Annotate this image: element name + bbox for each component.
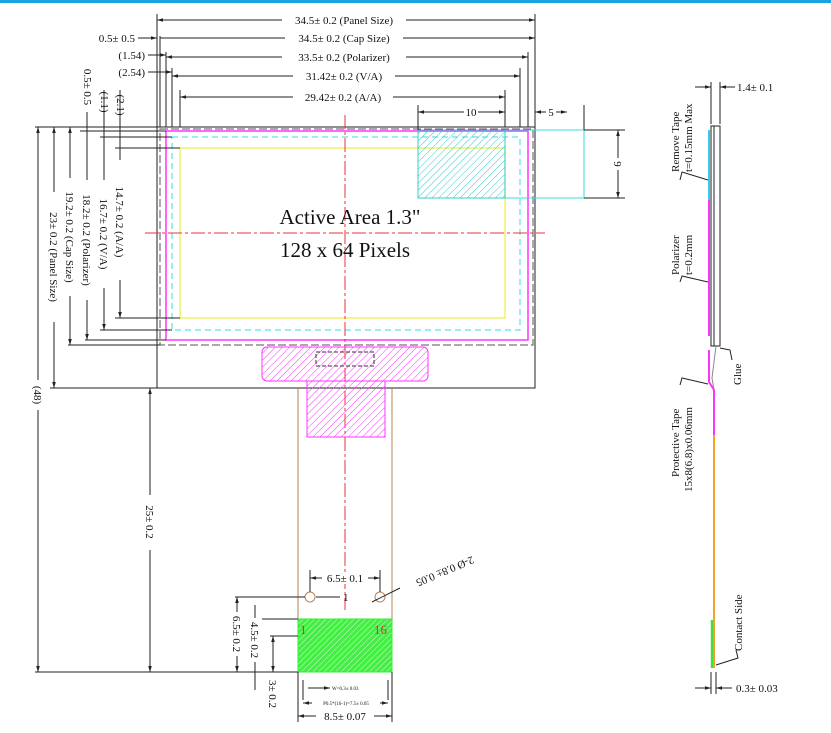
protective-tape-top	[261, 346, 429, 382]
top-accent-bar	[0, 0, 831, 3]
hole-number-label: 1	[343, 592, 349, 604]
remove-tape-hatch	[417, 129, 506, 199]
pol-offset-label: (1.54)	[118, 50, 145, 62]
fpc-length-label: 25± 0.2	[143, 505, 155, 539]
cap-offset-label: 0.5± 0.5	[99, 33, 136, 45]
protective-tape-bottom	[306, 380, 386, 438]
panel-height-label: 23± 0.2 (Panel Size)	[47, 212, 59, 302]
tape-overhang-label: 5	[548, 107, 554, 119]
total-height-label: (48)	[31, 386, 43, 405]
cap-width-label: 34.5± 0.2 (Cap Size)	[298, 33, 390, 45]
fpc-hole-left	[304, 591, 316, 603]
aa-top-offset-label: (2.1)	[114, 94, 126, 115]
dim-3-label: 3± 0.2	[266, 680, 278, 708]
remove-tape-label: Remove Tape	[670, 111, 682, 172]
fpc-width-label: 8.5± 0.07	[324, 711, 366, 723]
hole-pitch-label: 6.5± 0.1	[327, 573, 363, 585]
top-dimension-labels: 34.5± 0.2 (Panel Size) 34.5± 0.2 (Cap Si…	[99, 13, 556, 119]
resolution-label: 128 x 64 Pixels	[280, 238, 410, 262]
tape-width-label: 10	[466, 107, 478, 119]
polarizer-side-label: Polarizer	[670, 235, 682, 275]
aa-height-label: 14.7± 0.2 (A/A)	[113, 187, 125, 258]
panel-width-label: 34.5± 0.2 (Panel Size)	[295, 15, 393, 27]
left-dimension-labels: 14.7± 0.2 (A/A) 16.7± 0.2 (V/A) 18.2± 0.…	[31, 69, 157, 550]
contact-pads	[297, 618, 393, 673]
cap-height-label: 19.2± 0.2 (Cap Size)	[63, 191, 75, 283]
pin-16-label: 16	[374, 622, 388, 637]
protective-tape-size: 15x8(6.8)x0.06mm	[683, 407, 695, 492]
va-width-label: 31.42± 0.2 (V/A)	[306, 71, 383, 83]
pin-1-label: 1	[300, 622, 307, 637]
polarizer-thickness: t=0.2mm	[683, 234, 695, 275]
hole-spec-label: 2-Ø 0.8± 0.05	[414, 553, 476, 588]
aa-width-label: 29.42± 0.2 (A/A)	[305, 92, 382, 104]
polarizer-width-label: 33.5± 0.2 (Polarizer)	[298, 52, 390, 64]
va-offset-label: (2.54)	[118, 67, 145, 79]
protective-tape-label: Protective Tape	[670, 409, 682, 477]
glue-label: Glue	[732, 364, 744, 386]
cap-outline	[159, 128, 534, 346]
fpc-hole-right	[374, 591, 386, 603]
front-view: Active Area 1.3" 128 x 64 Pixels 1 16	[145, 115, 585, 673]
va-top-offset-label: (1.1)	[98, 91, 110, 112]
va-height-label: 16.7± 0.2 (V/A)	[97, 199, 109, 270]
polarizer-outline	[165, 130, 529, 341]
dim-6-5-label: 6.5± 0.2	[230, 616, 242, 652]
left-dimensions	[35, 90, 298, 673]
polarizer-height-label: 18.2± 0.2 (Polarizer)	[80, 194, 92, 286]
pin-width-label: W=0.3± 0.03	[332, 687, 359, 692]
protective-tape-layer	[708, 350, 715, 435]
active-area-title: Active Area 1.3"	[280, 205, 421, 229]
side-view: 1.4± 0.1 0.3± 0.03 Remove Tape t=0.15mm …	[670, 82, 778, 695]
dim-4-5-label: 4.5± 0.2	[248, 622, 260, 658]
contact-side-label: Contact Side	[733, 594, 745, 651]
side-thickness-label: 1.4± 0.1	[737, 82, 773, 94]
pin-pitch-label: P0.5*(16-1)=7.5± 0.05	[323, 702, 369, 707]
remove-tape-thickness: t=0.15mm Max	[683, 103, 695, 172]
tape-height-label: 9	[611, 161, 623, 167]
cap-top-offset-label: 0.5± 0.5	[81, 69, 93, 106]
fpc-thickness-label: 0.3± 0.03	[736, 683, 778, 695]
